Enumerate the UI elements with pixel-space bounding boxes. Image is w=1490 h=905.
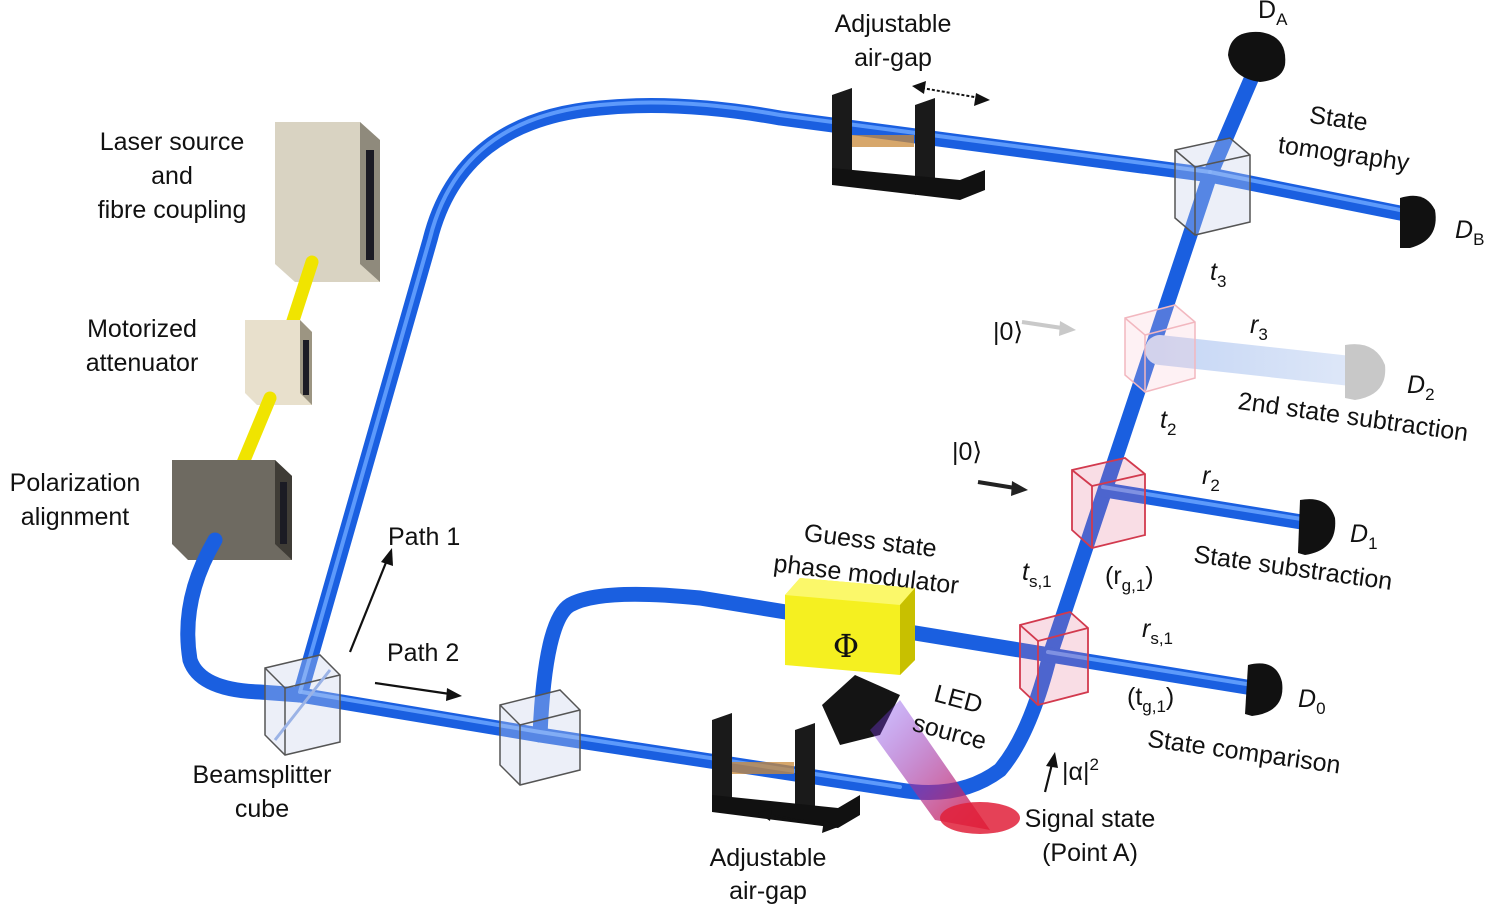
airgap-top-label: Adjustable air-gap — [835, 10, 952, 72]
laser-beam-1 — [283, 255, 319, 337]
path1-label: Path 1 — [388, 523, 460, 551]
laser-beam-2 — [233, 391, 277, 477]
det-0-label: D0 — [1298, 685, 1326, 718]
det-A-label: DA — [1258, 0, 1288, 29]
phase-modulator — [785, 578, 915, 675]
attenuator-box — [245, 320, 312, 405]
path2-label: Path 2 — [387, 639, 459, 667]
airgap-bottom-double-arrow — [758, 808, 838, 833]
attenuator-line2: attenuator — [86, 349, 199, 377]
laser-source-line1: Laser source — [100, 128, 245, 156]
beamsplitter-cube-faded — [1124, 304, 1196, 393]
airgap-bottom-line2: air-gap — [729, 877, 807, 905]
beamsplitter-cube-comparison — [1019, 611, 1089, 706]
led-source — [822, 675, 1020, 834]
rg1-label: (rg,1) — [1105, 562, 1154, 595]
air-gap-bottom — [712, 713, 860, 828]
alpha-label: |α|2 — [1062, 755, 1099, 786]
laser-source-line3: fibre coupling — [98, 196, 247, 224]
t2-label: t2 — [1160, 406, 1176, 439]
path1-arrow — [348, 548, 393, 653]
airgap-top-line2: air-gap — [854, 44, 932, 72]
polarization-line1: Polarization — [10, 469, 141, 497]
beamsplitter-cube-tomography — [1174, 137, 1251, 236]
signal-state-label: Signal state (Point A) — [1025, 805, 1156, 867]
signal-state-line1: Signal state — [1025, 805, 1156, 833]
tomography-label: State tomography — [1276, 101, 1411, 177]
attenuator-label: Motorized attenuator — [86, 315, 199, 377]
detector-0 — [1245, 663, 1283, 716]
attenuator-line1: Motorized — [87, 315, 197, 343]
ket-zero-arrow-1 — [977, 480, 1028, 496]
detector-2 — [1345, 344, 1386, 400]
beamsplitter-cube-2 — [499, 689, 581, 786]
rs1-label: rs,1 — [1142, 615, 1173, 648]
detector-1 — [1298, 499, 1336, 555]
fiber-highlights — [298, 100, 1412, 789]
beamsplitter-cube-subtraction — [1071, 457, 1146, 549]
det-1-label: D1 — [1350, 520, 1378, 553]
laser-source-line2: and — [151, 162, 193, 190]
beamsplitter-line1: Beamsplitter — [193, 761, 332, 789]
ts1-label: ts,1 — [1022, 558, 1052, 591]
phi-symbol: Φ — [833, 627, 859, 665]
laser-source-box — [275, 122, 380, 282]
t3-label: t3 — [1210, 258, 1226, 291]
path2-arrow — [374, 681, 462, 701]
airgap-top-line1: Adjustable — [835, 10, 952, 38]
r2-label: r2 — [1202, 462, 1220, 495]
faded-beam-r3 — [1145, 335, 1375, 387]
state-comparison-label: State comparison — [1146, 725, 1343, 780]
detector-A — [1228, 31, 1286, 82]
polarization-label: Polarization alignment — [10, 469, 141, 531]
laser-source-label: Laser source and fibre coupling — [98, 128, 247, 224]
det-B-label: DB — [1455, 216, 1484, 249]
state-subtraction-label: State substraction — [1192, 540, 1394, 596]
beamsplitter-line2: cube — [235, 795, 289, 823]
ket-zero-label-faded: |0⟩ — [993, 318, 1023, 346]
det-2-label: D2 — [1407, 371, 1435, 404]
air-gap-top — [832, 88, 985, 200]
signal-state-line2: (Point A) — [1042, 839, 1138, 867]
r3-label: r3 — [1250, 311, 1268, 344]
ket-zero-label: |0⟩ — [952, 438, 982, 466]
alpha-arrow — [1043, 752, 1058, 793]
beamsplitter-cube-1 — [264, 654, 341, 756]
ket-zero-arrow-2 — [1021, 320, 1076, 336]
airgap-bottom-label: Adjustable air-gap — [710, 844, 827, 905]
airgap-top-double-arrow — [912, 81, 990, 106]
airgap-bottom-line1: Adjustable — [710, 844, 827, 872]
tg1-label: (tg,1) — [1127, 683, 1174, 716]
detector-B — [1400, 195, 1436, 248]
beamsplitter-label: Beamsplitter cube — [193, 761, 332, 823]
polarization-line2: alignment — [21, 503, 129, 531]
tomography-line1: State — [1308, 101, 1370, 137]
polarization-box — [172, 460, 292, 560]
tomography-line2: tomography — [1276, 131, 1411, 177]
led-line1: LED — [931, 680, 985, 720]
